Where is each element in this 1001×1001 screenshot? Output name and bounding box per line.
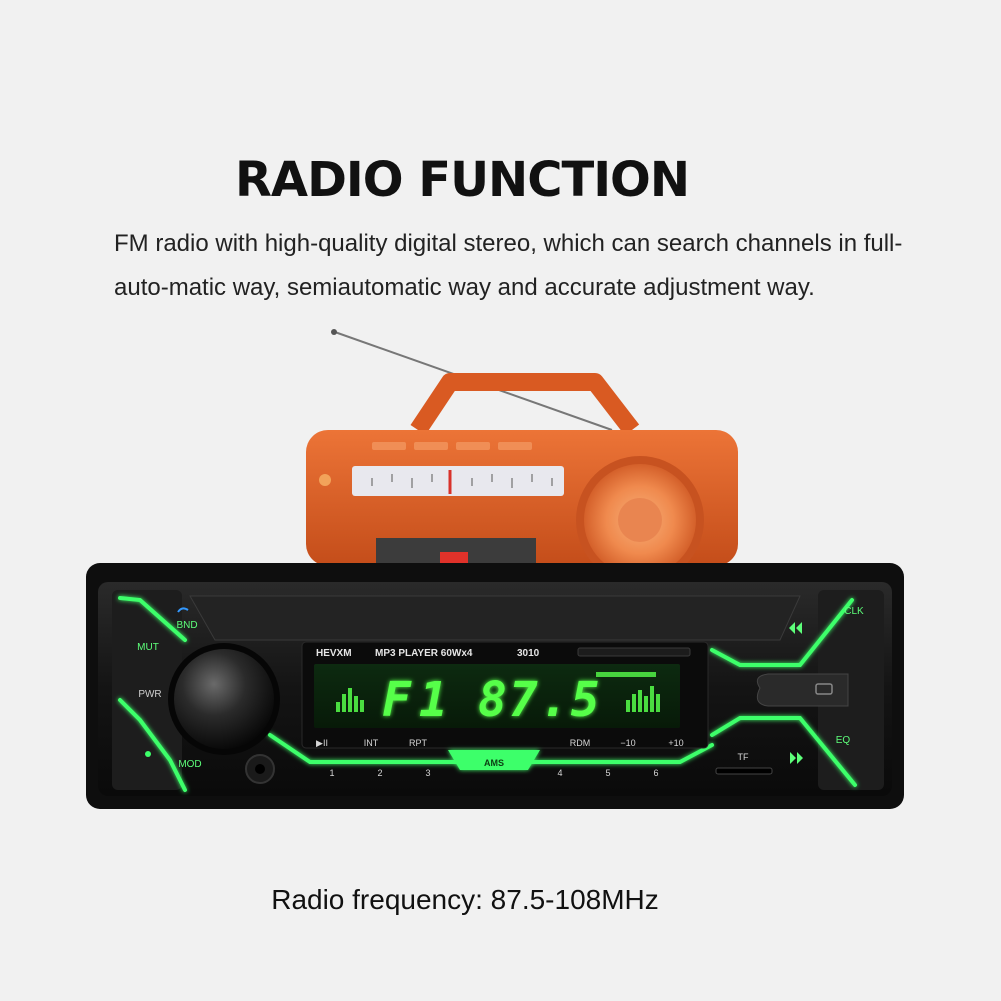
model-number: 3010 [517, 648, 540, 659]
eject-button[interactable] [756, 673, 849, 707]
tf-slot-label: TF [738, 752, 749, 762]
car-stereo-unit: BND MUT PWR MOD HEVXM MP3 PLAYER 60Wx4 3… [86, 563, 904, 809]
tf-card-slot[interactable] [715, 767, 773, 775]
preset-1[interactable]: 1 [329, 768, 334, 778]
minus-10-button[interactable]: −10 [620, 738, 635, 748]
pwr-button[interactable]: PWR [138, 689, 161, 700]
lcd-band: F1 [382, 672, 456, 728]
brand-label: HEVXM [316, 648, 352, 659]
play-pause-button[interactable]: ▶II [316, 738, 328, 748]
preset-2[interactable]: 2 [377, 768, 382, 778]
int-button[interactable]: INT [364, 738, 379, 748]
boombox-radio [306, 329, 738, 584]
frequency-spec: Radio frequency: 87.5-108MHz [271, 884, 659, 915]
tuning-dial [352, 466, 564, 496]
next-track-icon[interactable] [790, 752, 803, 764]
feature-description: FM radio with high-quality digital stere… [114, 230, 903, 301]
eq-button[interactable]: EQ [836, 735, 851, 746]
boombox-handle [410, 373, 640, 436]
volume-knob[interactable] [174, 649, 274, 749]
preset-6[interactable]: 6 [653, 768, 658, 778]
clk-button[interactable]: CLK [844, 606, 864, 617]
mod-button[interactable]: MOD [178, 759, 201, 770]
plus-10-button[interactable]: +10 [668, 738, 683, 748]
eject-icon [815, 683, 833, 695]
phone-icon [177, 607, 189, 613]
rpt-button[interactable]: RPT [409, 738, 428, 748]
mut-button[interactable]: MUT [137, 642, 159, 653]
lcd-frequency: 87.5 [478, 672, 602, 728]
preset-4[interactable]: 4 [557, 768, 562, 778]
rdm-button[interactable]: RDM [570, 738, 591, 748]
model-label: MP3 PLAYER 60Wx4 [375, 648, 473, 659]
ams-label: AMS [484, 758, 504, 768]
preset-5[interactable]: 5 [605, 768, 610, 778]
bnd-button[interactable]: BND [176, 620, 197, 631]
previous-track-icon[interactable] [789, 622, 802, 634]
page-title: RADIO FUNCTION [234, 152, 690, 208]
ams-button[interactable] [448, 750, 540, 770]
lcd-display [314, 664, 680, 728]
preset-3[interactable]: 3 [425, 768, 430, 778]
